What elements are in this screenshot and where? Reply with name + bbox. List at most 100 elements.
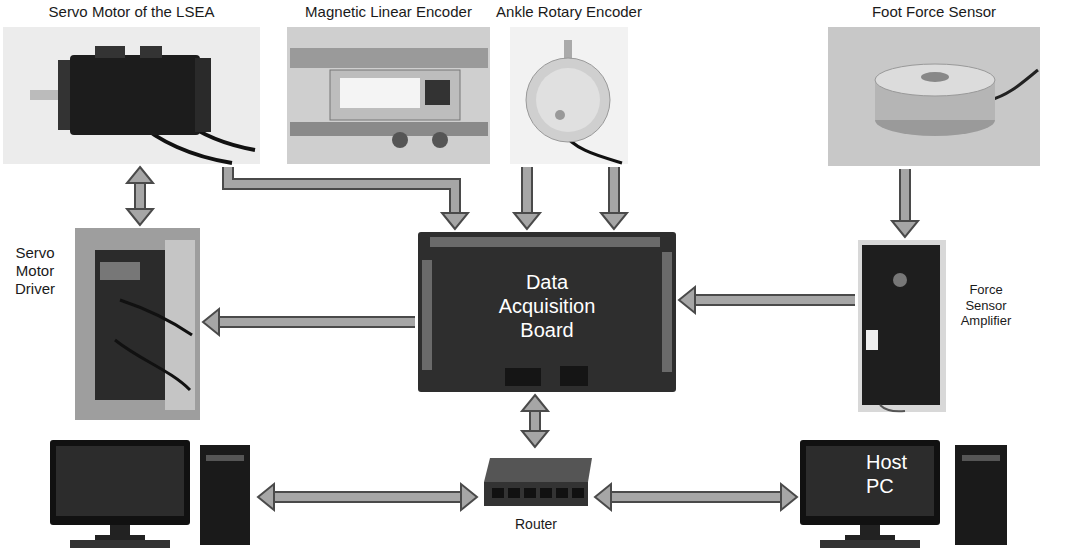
monitor-base	[845, 535, 895, 540]
router-port	[492, 488, 504, 498]
router-port	[508, 488, 520, 498]
monitor-bezel	[50, 440, 190, 525]
board-connector	[422, 260, 432, 370]
arrow-head	[522, 395, 548, 411]
router-port	[572, 488, 584, 498]
encoder-plug	[392, 132, 408, 148]
monitor-bezel	[800, 440, 940, 525]
arrow-head	[892, 221, 918, 237]
encoder-rail	[290, 122, 488, 136]
pc-tower	[955, 445, 1007, 545]
arrow-shaft	[217, 318, 415, 326]
block-arrow	[514, 167, 540, 229]
arrow-head	[127, 167, 153, 183]
motor-body	[70, 55, 200, 135]
encoder-body	[526, 58, 610, 142]
host-pc: Host PC	[800, 438, 1012, 548]
arrow-shaft-outline	[608, 167, 620, 215]
keyboard	[70, 540, 170, 548]
force-amplifier: Force Sensor Amplifier	[858, 240, 946, 412]
sensor-top	[875, 64, 995, 96]
linear-encoder: Magnetic Linear Encoder	[287, 27, 490, 164]
router-front	[484, 482, 588, 506]
arrow-shaft	[531, 409, 539, 433]
block-arrow	[127, 167, 153, 225]
motor-shaft	[30, 90, 60, 100]
encoder-code	[425, 80, 450, 105]
arrow-head	[127, 209, 153, 225]
block-arrow	[601, 167, 627, 229]
block-arrow	[203, 309, 415, 335]
arrow-head	[781, 484, 797, 510]
encoder-face	[536, 68, 600, 132]
router: Router	[480, 450, 592, 512]
component-label: Servo Motor of the LSEA	[0, 3, 290, 21]
router-top	[484, 458, 592, 482]
pc-tower	[200, 445, 250, 545]
monitor-stand	[860, 525, 880, 536]
board-chip	[505, 368, 541, 386]
arrow-shaft	[693, 296, 855, 304]
arrow-head	[522, 431, 548, 447]
motor-cap	[195, 58, 211, 132]
arrow-head	[679, 287, 695, 313]
servo-driver: Servo Motor Driver	[75, 228, 200, 420]
board-chip	[560, 366, 588, 386]
motor-flange	[58, 60, 72, 130]
amplifier-body	[862, 245, 940, 405]
block-arrow	[228, 167, 468, 229]
component-label: Foot Force Sensor	[798, 3, 1066, 21]
driver-body	[95, 250, 165, 400]
photo-ground	[75, 228, 200, 420]
arrow-shaft-outline	[134, 181, 146, 211]
block-arrow	[679, 287, 855, 313]
board-connector	[430, 237, 660, 247]
arrow-head	[601, 213, 627, 229]
terminal-strip	[165, 240, 195, 410]
monitor-base	[95, 535, 145, 540]
arrow-shaft-outline	[609, 491, 783, 503]
amplifier-label	[866, 330, 878, 350]
encoder-sticker	[340, 78, 420, 108]
router-port	[524, 488, 536, 498]
drive-slot	[962, 455, 1000, 461]
encoder-plug	[432, 132, 448, 148]
photo-ground	[287, 27, 490, 164]
rotary-encoder: Ankle Rotary Encoder	[510, 27, 628, 164]
router-port	[556, 488, 568, 498]
foot-force-sensor: Foot Force Sensor	[828, 27, 1040, 166]
arrow-head	[514, 213, 540, 229]
photo-ground	[828, 27, 1040, 166]
monitor-stand	[110, 525, 130, 536]
servo-motor: Servo Motor of the LSEA	[3, 27, 260, 164]
drive-slot	[206, 455, 244, 461]
daq-board: Data Acquisition Board	[418, 232, 676, 392]
photo-ground	[858, 240, 946, 412]
arrow-shaft-outline	[529, 409, 541, 433]
arrow-shaft-outline	[899, 169, 911, 223]
component-label: Servo Motor Driver	[3, 244, 67, 298]
driver-display	[100, 262, 140, 280]
arrow-head	[203, 309, 219, 335]
arrow-head	[595, 484, 611, 510]
component-label: Force Sensor Amplifier	[950, 282, 1022, 329]
arrow-shaft	[610, 167, 618, 215]
board-connector	[662, 252, 672, 372]
arrow-shaft	[523, 167, 531, 215]
arrow-shaft-outline	[272, 491, 463, 503]
photo-ground	[510, 27, 628, 164]
block-arrow	[892, 169, 918, 237]
driver-wire	[115, 340, 190, 390]
component-label: Magnetic Linear Encoder	[257, 3, 520, 21]
photo-ground	[3, 27, 260, 164]
arrow-shaft-outline	[228, 167, 455, 215]
amplifier-knob	[893, 273, 907, 287]
arrow-shaft-outline	[217, 316, 415, 328]
component-label: Router	[460, 516, 612, 533]
arrow-shaft-outline	[521, 167, 533, 215]
arrow-shaft-outline	[693, 294, 855, 306]
arrow-shaft	[228, 167, 455, 215]
component-label: Host PC	[866, 450, 918, 498]
monitor-screen	[806, 446, 934, 516]
